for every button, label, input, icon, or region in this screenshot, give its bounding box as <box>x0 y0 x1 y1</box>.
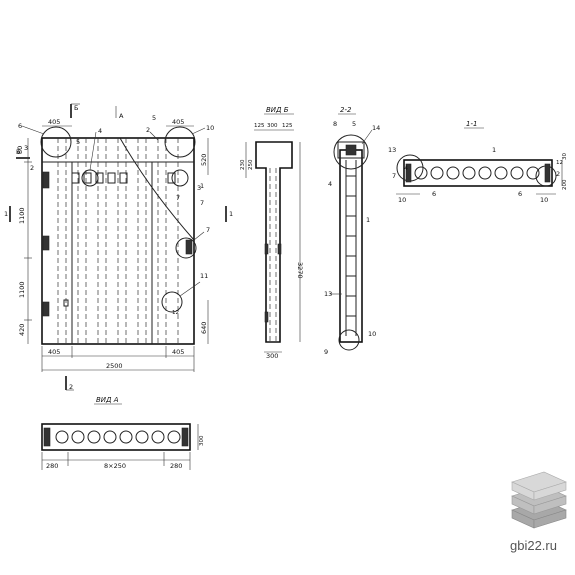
section-2-2-detail-bottom <box>338 329 360 351</box>
callout-11: 11 <box>200 272 208 280</box>
section-1-1-title: 1-1 <box>466 120 477 128</box>
section-1-1-callout-6: 6 <box>432 190 436 198</box>
detail-circle-7 <box>175 237 197 259</box>
dim-right-640: 640 <box>200 322 208 334</box>
section-1-1-callout-13: 13 <box>388 146 396 154</box>
section-mark-1-left: 1 <box>4 210 8 218</box>
view-a-dim-right: 280 <box>170 462 182 470</box>
load-curve <box>119 137 195 241</box>
section-2-2-callout-13: 13 <box>324 290 332 298</box>
callout-4: 4 <box>98 127 102 135</box>
section-2-2-callout-10: 10 <box>368 330 376 338</box>
callout-7c: 7 <box>206 226 210 234</box>
detail-circle-11 <box>161 291 183 313</box>
dim-top-left: 405 <box>48 118 60 126</box>
section-2-2-callout-9: 9 <box>324 348 328 356</box>
detail-circle-10 <box>164 126 196 158</box>
dim-left-1100a: 1100 <box>18 207 26 224</box>
dim-right-520: 520 <box>200 154 208 166</box>
top-openings <box>71 172 176 184</box>
view-b-dim-a: 125 <box>254 123 265 129</box>
detail-circle-6 <box>40 126 72 158</box>
callout-3b: 3 <box>197 184 201 192</box>
section-mark-1-right: 1 <box>229 210 233 218</box>
section-mark-2-bottom: 2 <box>69 383 73 391</box>
dim-bottom-left: 405 <box>48 348 60 356</box>
section-1-1-outline <box>403 159 553 187</box>
section-1-1-voids <box>414 166 540 180</box>
void-lines <box>57 138 179 344</box>
callout-10: 10 <box>206 124 214 132</box>
section-mark-a-top: А <box>119 112 124 120</box>
section-2-2-callout-14: 14 <box>372 124 380 132</box>
section-2-2-callout-4: 4 <box>328 180 332 188</box>
view-b-dim-left-a: 230 <box>240 159 246 170</box>
section-1-1-dim-200: 200 <box>562 179 568 190</box>
detail-circle-3 <box>171 169 189 187</box>
callout-6: 6 <box>18 122 22 130</box>
callout-7b: 7 <box>200 199 204 207</box>
dim-bottom-total: 2500 <box>106 362 123 370</box>
callout-7: 7 <box>176 194 180 202</box>
dim-left-1100b: 1100 <box>18 281 26 298</box>
view-a-dim-mid: 8×250 <box>104 462 126 470</box>
section-2-2-ladder <box>345 160 357 336</box>
stacked-slabs-icon <box>511 471 567 529</box>
view-b-dim-bottom: 300 <box>266 352 278 360</box>
section-2-2-detail-top <box>333 134 369 170</box>
section-2-2-callout-5: 5 <box>352 120 356 128</box>
side-embeds-left <box>42 171 193 317</box>
section-2-2-outline <box>339 149 363 343</box>
view-b-dim-left-b: 250 <box>248 159 254 170</box>
callout-5: 5 <box>152 114 156 122</box>
section-1-1-callout-2: 2 <box>556 170 560 178</box>
dim-bottom-right: 405 <box>172 348 184 356</box>
view-a: ВИД А 280 8×250 280 300 <box>41 396 205 470</box>
section-2-2: 2-2 8 5 14 4 1 13 9 10 <box>324 106 380 356</box>
callout-3: 3 <box>24 144 28 152</box>
section-1-1-callout-1: 1 <box>492 146 496 154</box>
view-b: ВИД Б 125 300 125 230 250 3270 300 <box>240 106 304 360</box>
section-mark-b-top: Б <box>74 104 78 112</box>
view-a-dim-left: 280 <box>46 462 58 470</box>
view-b-outline <box>255 141 293 343</box>
view-b-dim-right: 3270 <box>296 262 304 279</box>
view-a-title: ВИД А <box>96 396 119 404</box>
main-plan-view: Б А Б 1 1 2 405 405 80 1100 1100 420 520… <box>4 103 233 391</box>
view-a-dim-height: 300 <box>199 435 205 446</box>
section-2-2-title: 2-2 <box>340 106 352 114</box>
section-1-1-callout-6b: 6 <box>518 190 522 198</box>
callout-5-left: 5 <box>76 138 80 146</box>
callout-2b: 2 <box>30 164 34 172</box>
section-1-1-callout-7: 7 <box>392 172 396 180</box>
section-1-1-callout-4: 4 <box>404 164 408 172</box>
section-1-1-dim-30: 30 <box>562 153 568 160</box>
dim-top-right: 405 <box>172 118 184 126</box>
section-1-1-callout-10: 10 <box>398 196 406 204</box>
section-1-1-callout-10b: 10 <box>540 196 548 204</box>
dim-right-1: 1 <box>200 182 204 190</box>
view-a-voids <box>55 430 181 444</box>
dim-left-420: 420 <box>18 324 26 336</box>
callout-12: 12 <box>172 310 179 316</box>
view-b-dim-b: 300 <box>267 123 278 129</box>
view-b-dim-c: 125 <box>282 123 293 129</box>
dim-left-80: 80 <box>16 146 24 154</box>
view-a-outline <box>41 423 191 451</box>
section-1-1: 1-1 1 13 7 4 6 6 10 10 2 30 200 12 <box>388 120 568 204</box>
callout-2: 2 <box>146 126 150 134</box>
watermark: gbi22.ru <box>510 538 557 553</box>
view-b-title: ВИД Б <box>266 106 289 114</box>
section-2-2-callout-1: 1 <box>366 216 370 224</box>
section-2-2-callout-8: 8 <box>333 120 337 128</box>
section-1-1-callout-12: 12 <box>556 160 563 166</box>
section-mark-b-left: Б <box>16 148 20 156</box>
